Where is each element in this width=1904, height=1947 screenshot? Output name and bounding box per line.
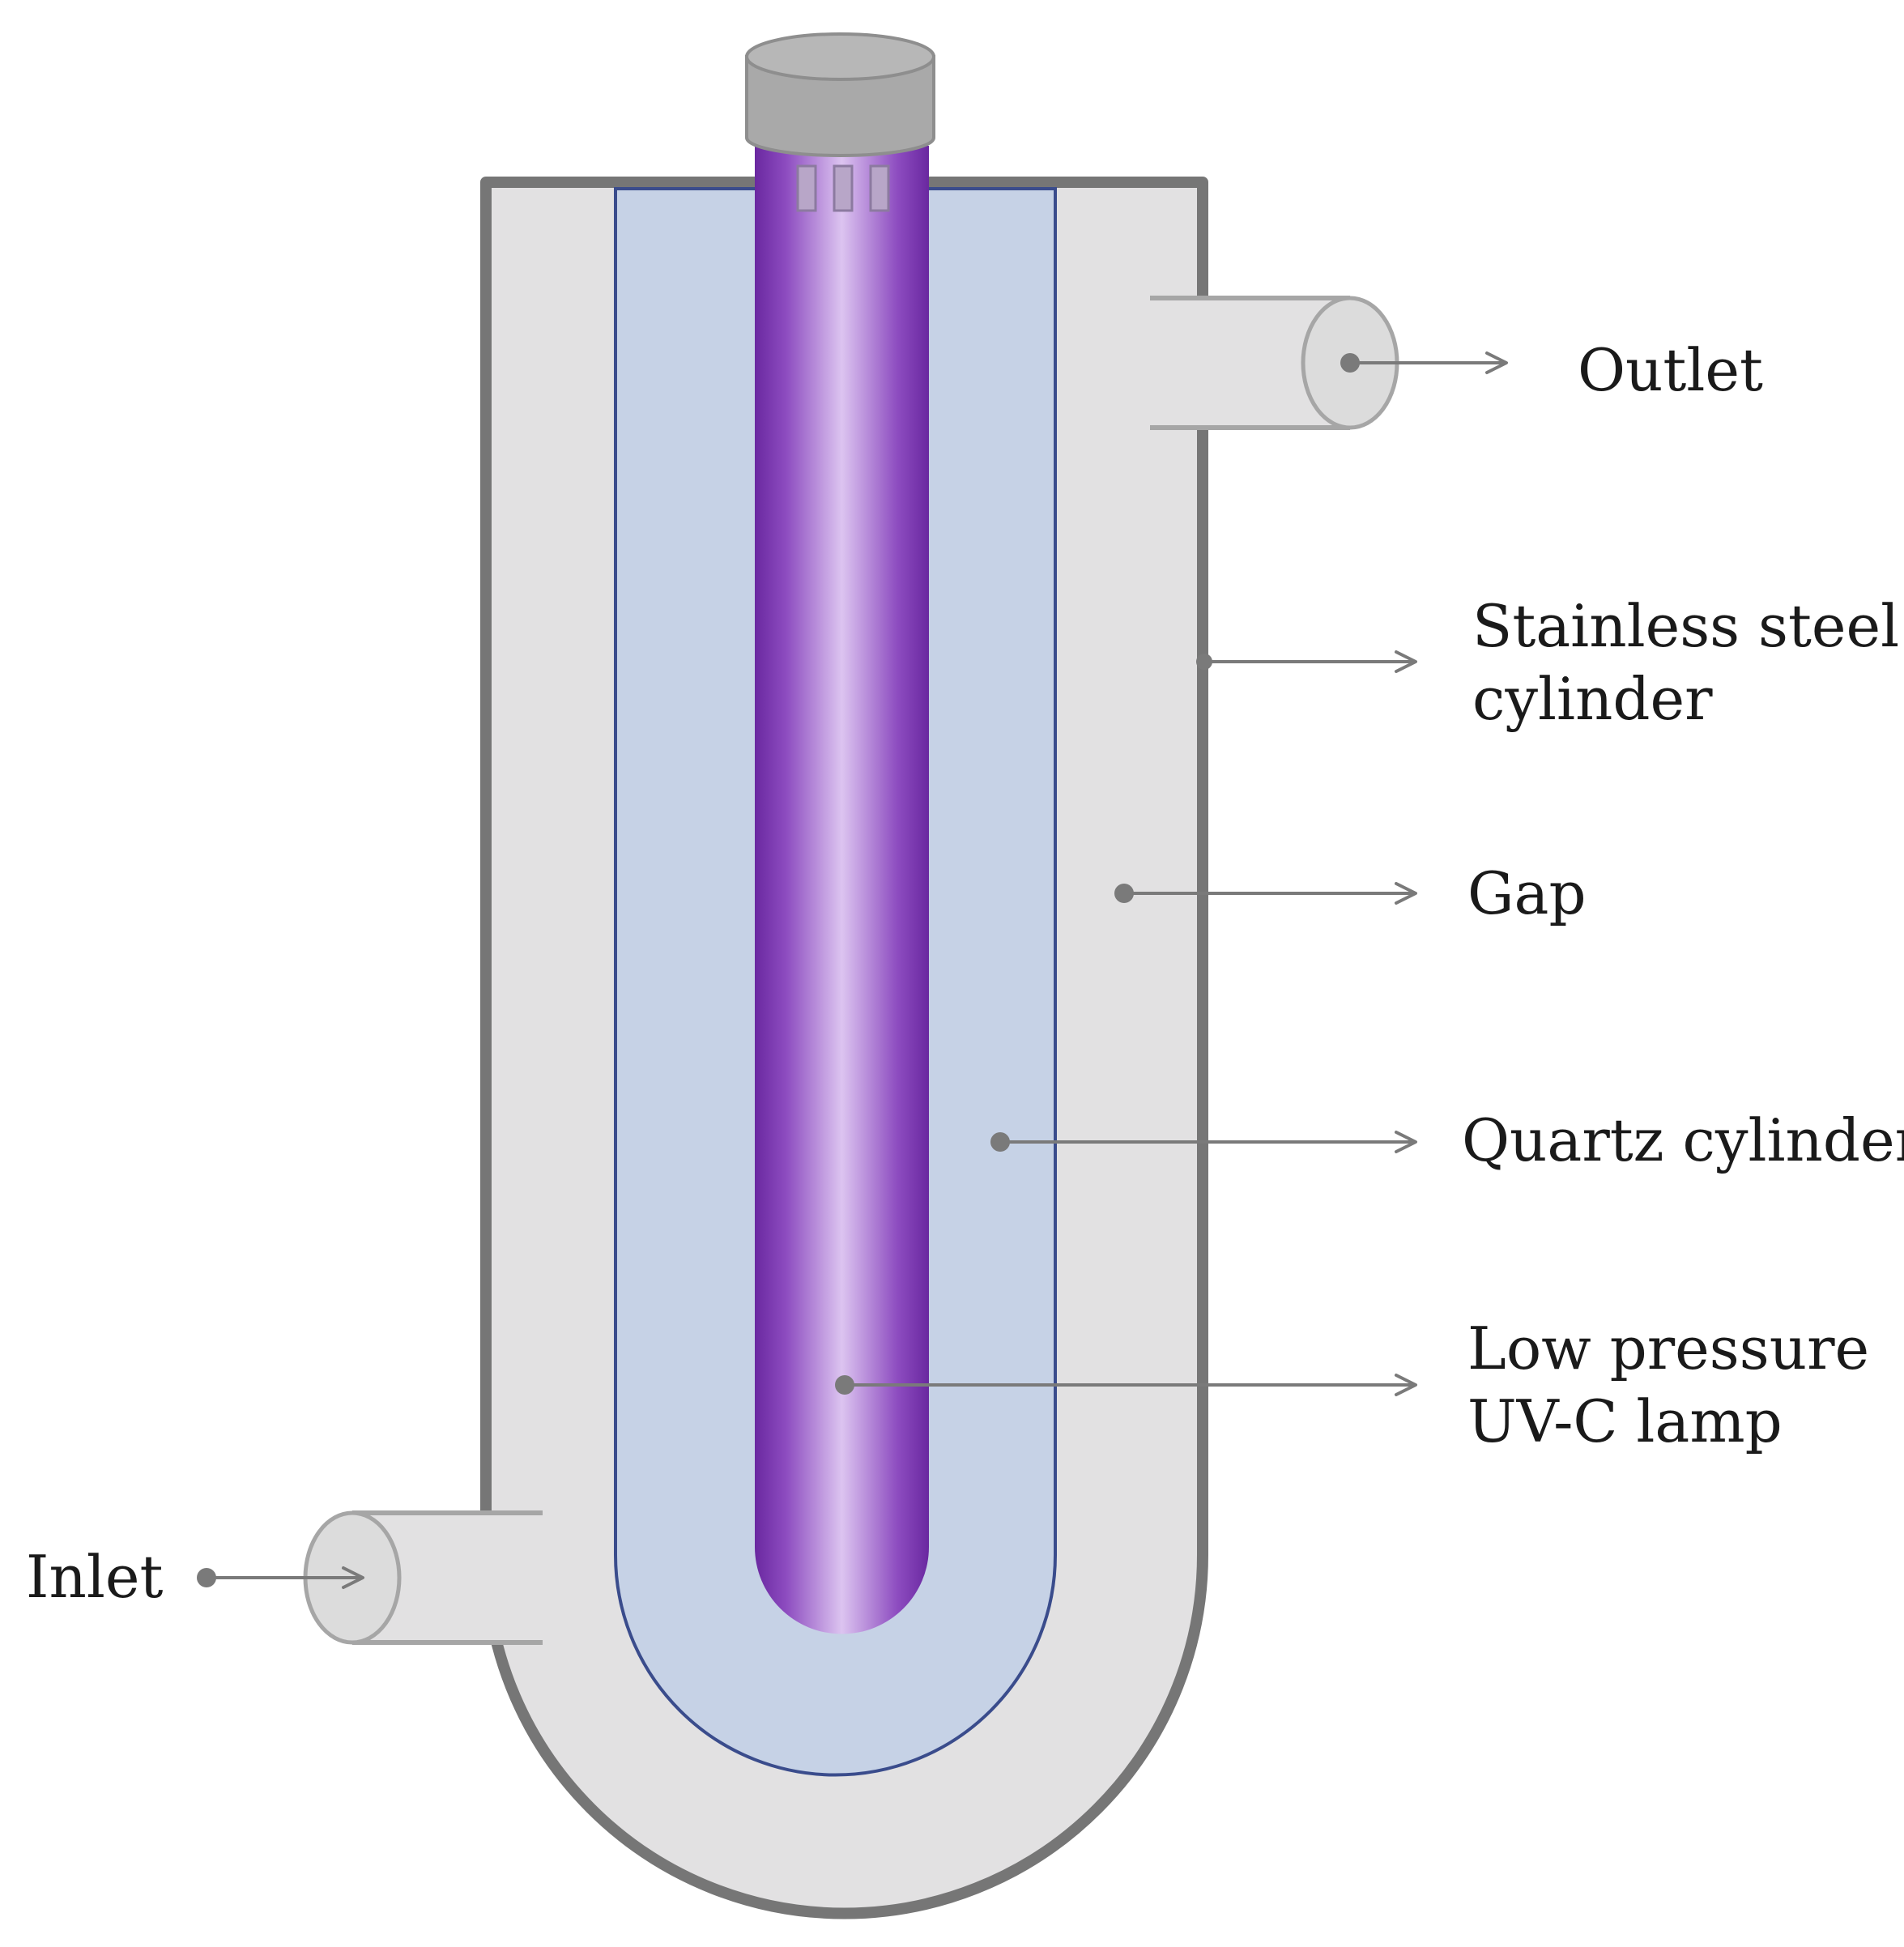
outlet-pipe (1150, 296, 1399, 430)
label-lamp-line1: Low pressure (1467, 1314, 1869, 1382)
label-gap: Gap (1467, 859, 1587, 927)
label-inlet: Inlet (26, 1543, 163, 1611)
label-outlet: Outlet (1578, 336, 1763, 404)
label-stainless-line1: Stainless steel (1472, 592, 1899, 660)
label-stainless-line2: cylinder (1472, 665, 1713, 733)
leader-quartz (990, 1131, 1417, 1153)
leader-stainless-steel (1196, 650, 1417, 673)
inlet-pipe (303, 1510, 543, 1645)
label-lamp-line2: UV-C lamp (1467, 1387, 1783, 1455)
leader-gap (1114, 882, 1417, 905)
leader-outlet (1340, 351, 1508, 374)
uv-c-lamp (755, 146, 929, 1634)
leader-inlet (197, 1566, 364, 1589)
label-quartz: Quartz cylinder (1462, 1106, 1904, 1174)
leader-lamp (835, 1374, 1417, 1396)
lamp-cap (745, 32, 935, 157)
